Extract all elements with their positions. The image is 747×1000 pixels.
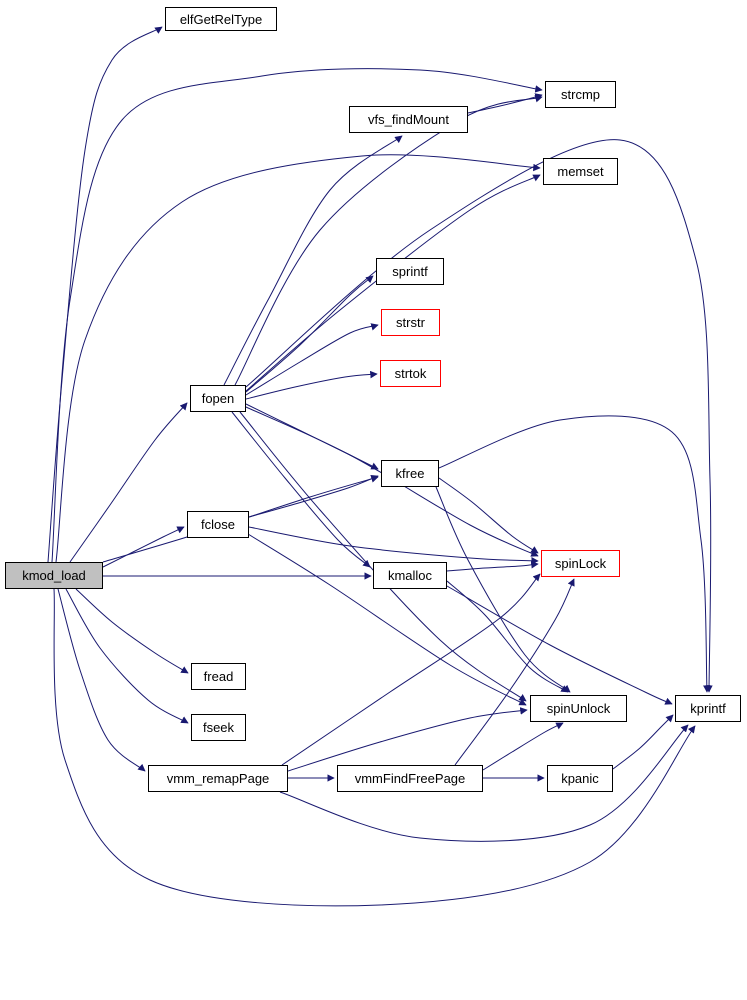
node-fclose[interactable]: fclose	[187, 511, 249, 538]
node-strtok[interactable]: strtok	[380, 360, 441, 387]
node-label: kmod_load	[22, 568, 86, 583]
node-label: kprintf	[690, 701, 726, 716]
node-label: strcmp	[561, 87, 600, 102]
node-label: fread	[203, 669, 234, 684]
node-sprintf[interactable]: sprintf	[376, 258, 444, 285]
node-strstr[interactable]: strstr	[381, 309, 440, 336]
node-label: kfree	[395, 466, 425, 481]
node-spinLock[interactable]: spinLock	[541, 550, 620, 577]
node-memset[interactable]: memset	[543, 158, 618, 185]
node-kprintf[interactable]: kprintf	[675, 695, 741, 722]
node-vfs_findMount[interactable]: vfs_findMount	[349, 106, 468, 133]
node-elfGetRelType[interactable]: elfGetRelType	[165, 7, 277, 31]
node-label: vfs_findMount	[368, 112, 449, 127]
node-kpanic[interactable]: kpanic	[547, 765, 613, 792]
node-label: strstr	[396, 315, 425, 330]
node-fseek[interactable]: fseek	[191, 714, 246, 741]
node-label: fopen	[201, 391, 235, 406]
node-vmmFindFreePage[interactable]: vmmFindFreePage	[337, 765, 483, 792]
node-fread[interactable]: fread	[191, 663, 246, 690]
node-label: vmmFindFreePage	[354, 771, 466, 786]
node-kmod_load[interactable]: kmod_load	[5, 562, 103, 589]
node-strcmp[interactable]: strcmp	[545, 81, 616, 108]
node-label: memset	[557, 164, 604, 179]
node-label: sprintf	[392, 264, 428, 279]
node-label: vmm_remapPage	[166, 771, 270, 786]
node-label: fseek	[202, 720, 235, 735]
node-kfree[interactable]: kfree	[381, 460, 439, 487]
node-spinUnlock[interactable]: spinUnlock	[530, 695, 627, 722]
node-label: fclose	[201, 517, 235, 532]
node-label: strtok	[394, 366, 427, 381]
node-label: elfGetRelType	[179, 11, 263, 27]
node-label: kmalloc	[387, 568, 433, 583]
node-fopen[interactable]: fopen	[190, 385, 246, 412]
node-vmm_remapPage[interactable]: vmm_remapPage	[148, 765, 288, 792]
node-kmalloc[interactable]: kmalloc	[373, 562, 447, 589]
node-label: spinLock	[554, 556, 607, 571]
node-label: kpanic	[561, 771, 599, 786]
node-label: spinUnlock	[546, 701, 611, 716]
